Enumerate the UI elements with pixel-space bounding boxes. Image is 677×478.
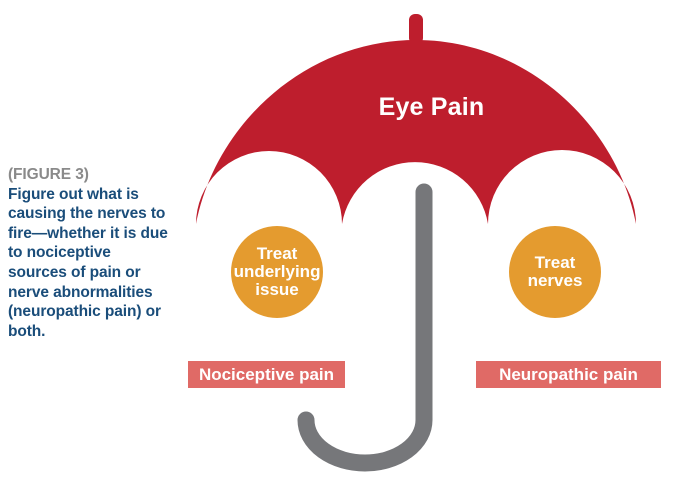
caption-text: Figure out what is causing the nerves to…: [8, 185, 173, 342]
nociceptive-pain-label: Nociceptive pain: [188, 361, 345, 388]
umbrella-handle: [306, 192, 424, 463]
figure-number: (FIGURE 3): [8, 165, 173, 185]
treat-nerves-circle: Treat nerves: [509, 226, 601, 318]
treat-underlying-issue-circle: Treat underlying issue: [231, 226, 323, 318]
umbrella-tip: [409, 14, 423, 44]
circle-label: Treat underlying issue: [234, 245, 321, 299]
figure-caption: (FIGURE 3) Figure out what is causing th…: [8, 165, 173, 341]
umbrella-title: Eye Pain: [0, 93, 677, 122]
circle-label: Treat nerves: [513, 254, 597, 290]
neuropathic-pain-label: Neuropathic pain: [476, 361, 661, 388]
